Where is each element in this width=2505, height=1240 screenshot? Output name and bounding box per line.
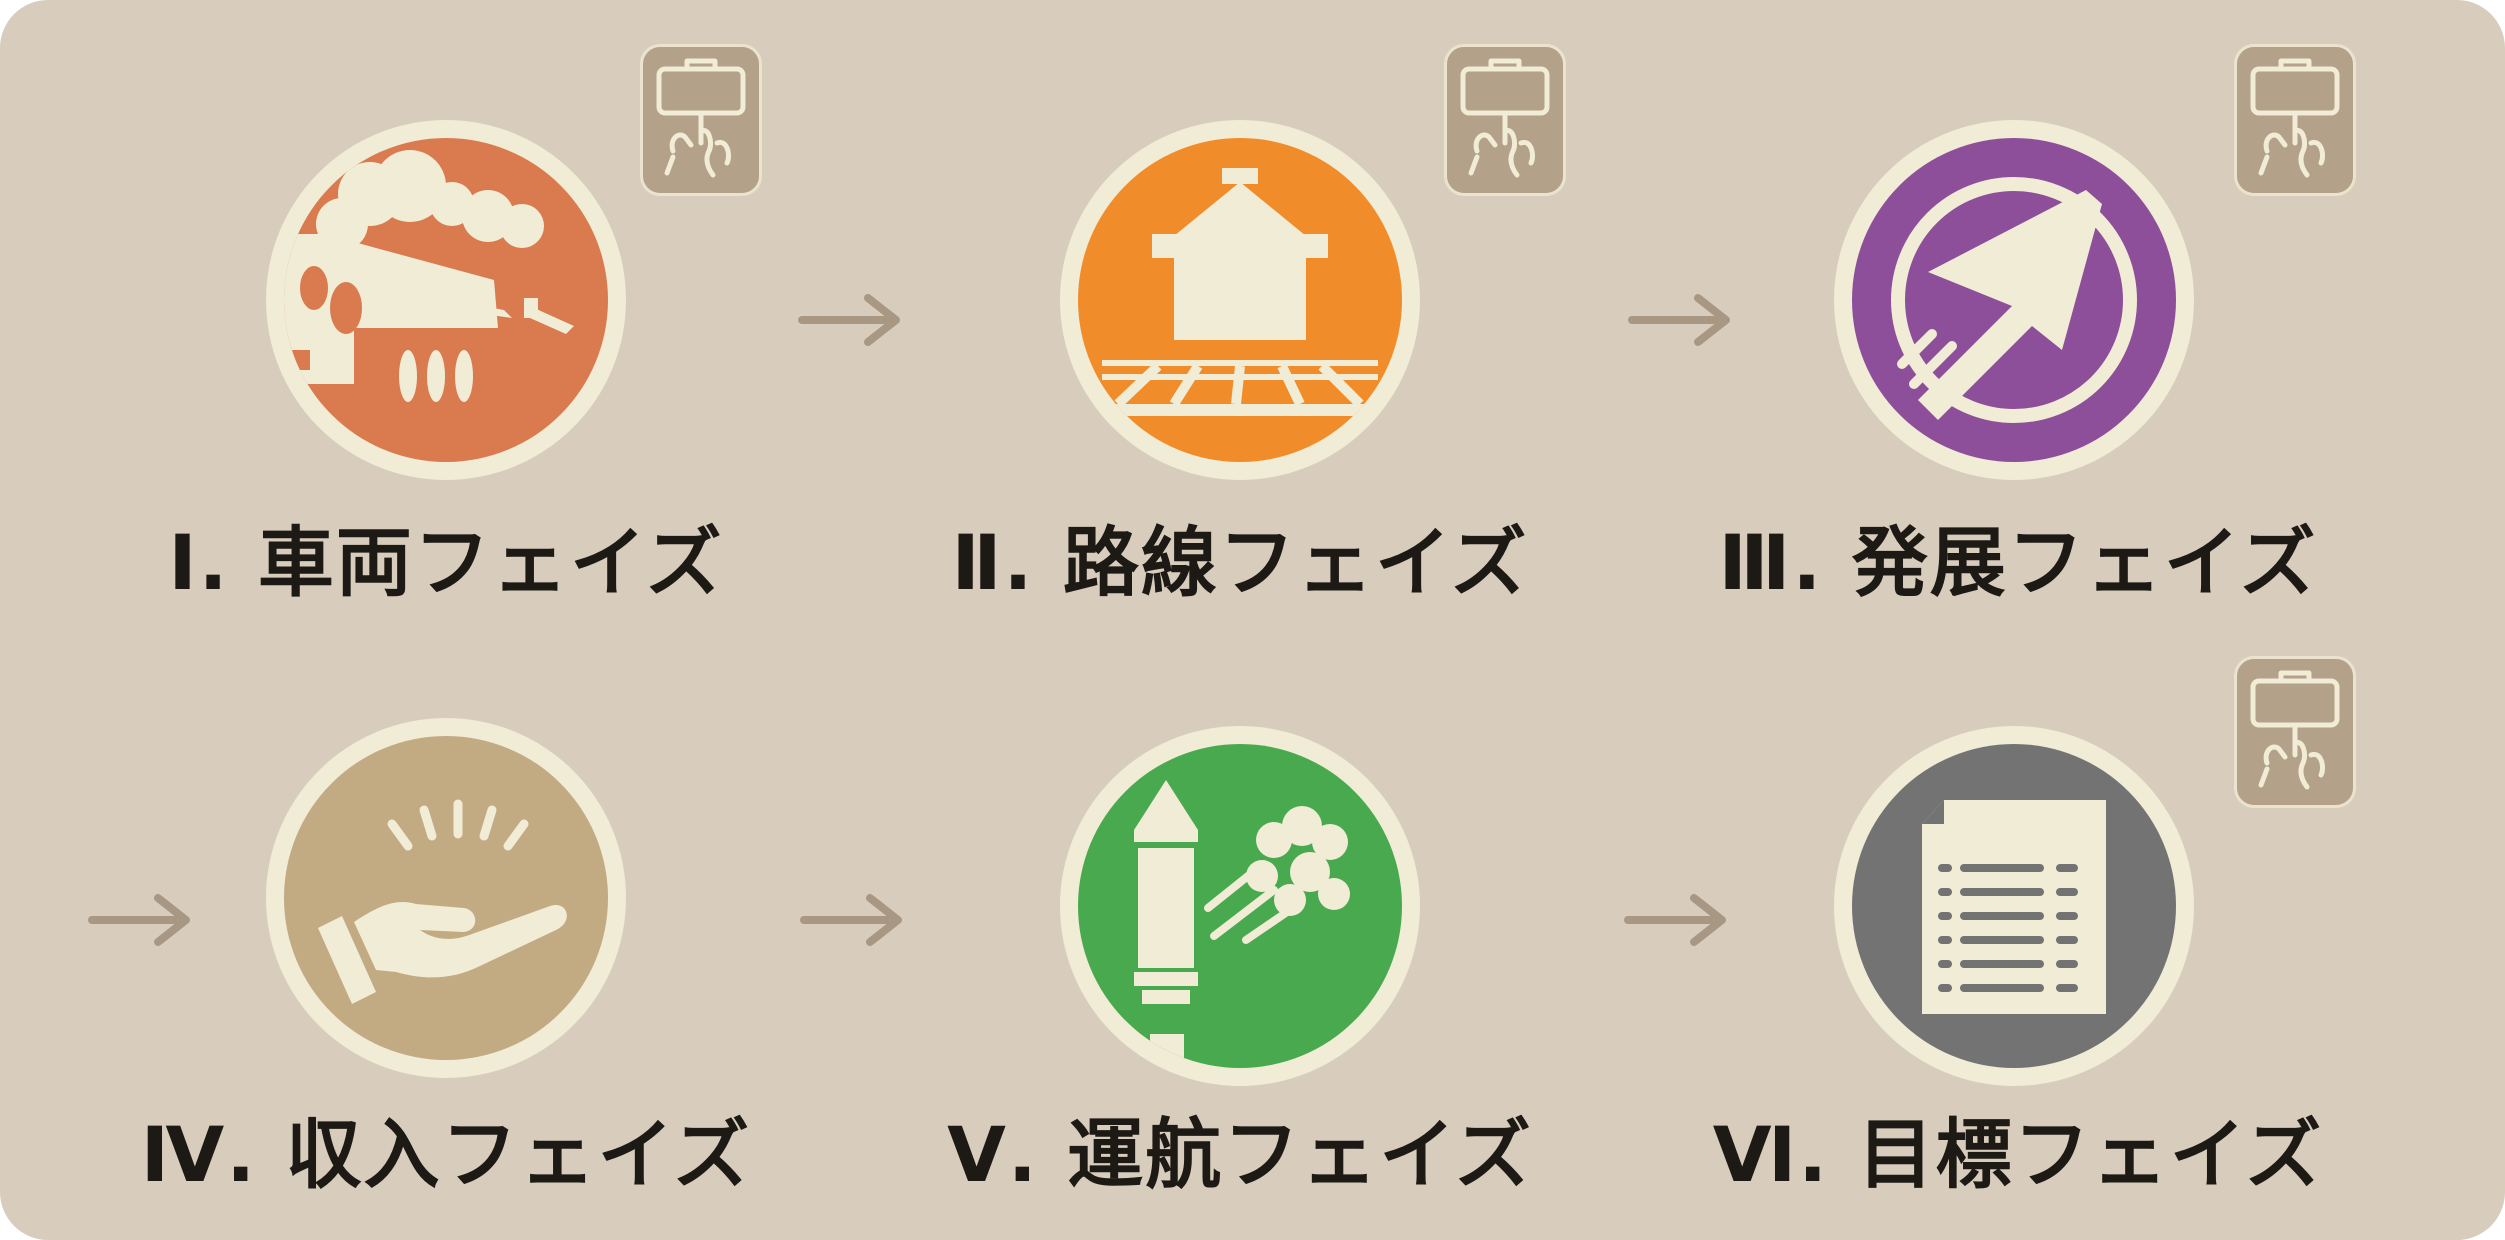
action-badge	[2234, 44, 2356, 196]
arrow-right-icon	[800, 894, 902, 946]
action-badge	[640, 44, 762, 196]
arrow-right-icon	[1624, 894, 1726, 946]
phase-label: Ⅴ. 運航フェイズ	[947, 1110, 1533, 1199]
phase-label: Ⅱ. 路線フェイズ	[951, 518, 1529, 607]
flow-arrow	[1628, 290, 1738, 350]
phase-label: Ⅳ. 収入フェイズ	[140, 1110, 752, 1199]
phase-medallion-face	[284, 736, 608, 1060]
flow-arrow	[1624, 890, 1734, 950]
hand-holding-sign-icon	[1460, 58, 1550, 178]
phase-medallion-face	[1078, 744, 1402, 1068]
steam-locomotive-icon	[284, 150, 574, 402]
phase-medallion-face	[1852, 138, 2176, 462]
smokestack-icon	[1134, 780, 1350, 1068]
phase-medallion	[1834, 726, 2194, 1086]
phase-medallion	[266, 120, 626, 480]
flow-arrow	[88, 890, 198, 950]
action-badge	[1444, 44, 1566, 196]
receiving-hand-icon	[318, 799, 567, 1004]
hand-holding-sign-icon	[2250, 58, 2340, 178]
phase-medallion-face	[1852, 744, 2176, 1068]
phase-medallion	[1834, 120, 2194, 480]
hand-holding-sign-icon	[2250, 670, 2340, 790]
hand-holding-sign-icon	[656, 58, 746, 178]
arrow-right-icon	[1628, 294, 1730, 346]
growth-arrow-icon	[1891, 177, 2137, 423]
phase-label: Ⅲ. 発展フェイズ	[1718, 518, 2318, 607]
phase-medallion-face	[284, 138, 608, 462]
phase-medallion	[266, 718, 626, 1078]
flow-arrow	[798, 290, 908, 350]
phase-medallion-face	[1078, 138, 1402, 462]
station-tracks-icon	[1102, 168, 1378, 416]
arrow-right-icon	[798, 294, 900, 346]
phase-medallion	[1060, 120, 1420, 480]
phase-medallion	[1060, 726, 1420, 1086]
arrow-right-icon	[88, 894, 190, 946]
action-badge	[2234, 656, 2356, 808]
phase-label: Ⅵ. 目標フェイズ	[1712, 1110, 2324, 1199]
objective-document-icon	[1922, 800, 2106, 1014]
phase-label: Ⅰ. 車両フェイズ	[168, 518, 724, 607]
flow-arrow	[800, 890, 910, 950]
